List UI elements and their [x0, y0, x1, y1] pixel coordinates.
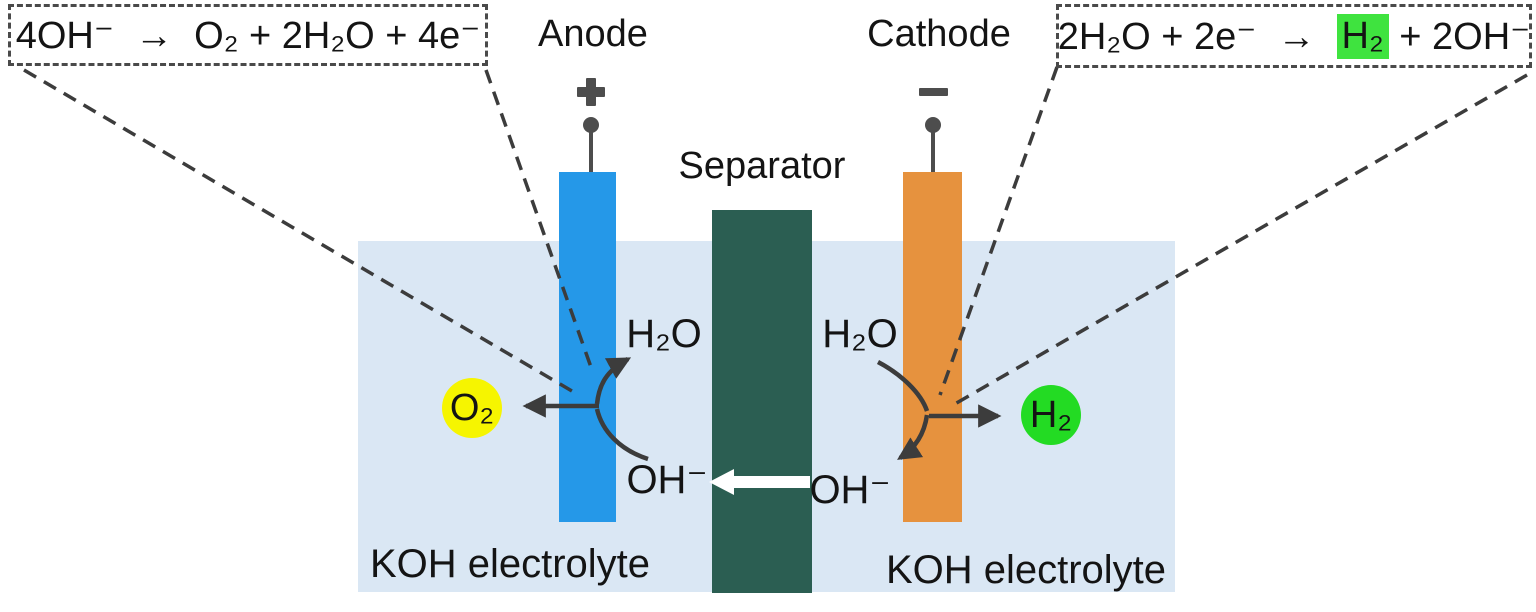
- separator-label: Separator: [678, 145, 846, 187]
- minus-icon: [919, 88, 948, 96]
- cathode-equation-h2-highlight: H₂: [1336, 13, 1389, 59]
- anode-reaction-equation: 4OH⁻ → O₂ + 2H₂O + 4e⁻: [15, 14, 481, 57]
- h2o-label-anode: H₂O: [626, 312, 702, 356]
- anode-reaction-equation-box: 4OH⁻ → O₂ + 2H₂O + 4e⁻: [8, 4, 488, 66]
- koh-electrolyte-label-right: KOH electrolyte: [885, 548, 1167, 592]
- cathode-reaction-equation-box: 2H₂O + 2e⁻ → H₂ + 2OH⁻: [1056, 4, 1532, 68]
- anode-electrode-bar: [559, 172, 616, 522]
- koh-electrolyte-label-left: KOH electrolyte: [369, 542, 651, 586]
- cathode-equation-pre: 2H₂O + 2e⁻ →: [1057, 15, 1337, 58]
- h2o-label-cathode: H₂O: [822, 312, 898, 356]
- h2-bubble-label: H₂: [1029, 393, 1073, 436]
- cathode-wire-dot: [925, 117, 941, 133]
- anode-label: Anode: [538, 13, 648, 55]
- callout-line-cathode-right: [952, 73, 1528, 407]
- o2-bubble: O₂: [442, 378, 502, 438]
- cathode-label: Cathode: [867, 13, 1011, 55]
- h2o-input-curve-cathode: [876, 360, 930, 412]
- callout-line-anode-left: [23, 68, 578, 396]
- cathode-equation-post: + 2OH⁻: [1388, 15, 1531, 58]
- h2-bubble: H₂: [1021, 385, 1081, 445]
- callout-line-cathode-left: [938, 66, 1059, 396]
- oh-product-arrow-cathode: [897, 414, 930, 460]
- oh-label-cathode: OH⁻: [809, 468, 891, 512]
- h2o-product-arrow-anode: [594, 357, 632, 405]
- cathode-electrode-bar: [903, 172, 962, 522]
- oh-input-curve-anode: [594, 408, 649, 462]
- plus-icon-vertical-bar: [586, 78, 596, 106]
- white-left-arrow-icon: [709, 469, 810, 495]
- o2-bubble-label: O₂: [449, 386, 495, 429]
- anode-wire-dot: [583, 117, 599, 133]
- callout-line-anode-right: [484, 69, 594, 371]
- separator-bar: [712, 210, 812, 593]
- oh-label-anode: OH⁻: [626, 458, 708, 502]
